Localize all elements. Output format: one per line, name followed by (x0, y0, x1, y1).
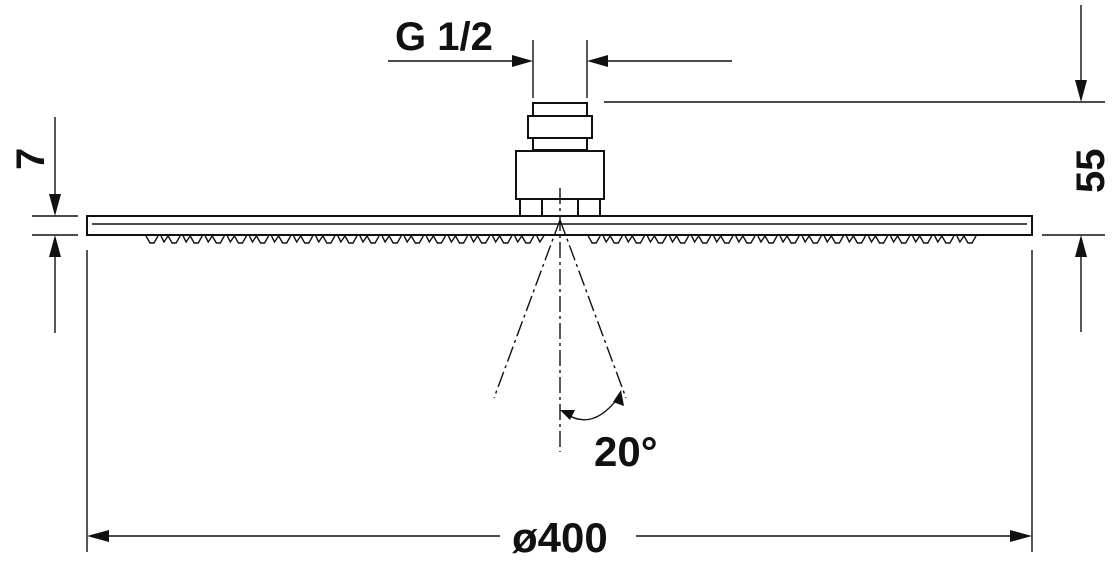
nozzle (167, 235, 181, 244)
nozzle (830, 235, 844, 244)
nozzle (874, 235, 889, 244)
nozzle (587, 235, 601, 244)
nozzle-small (514, 235, 523, 244)
nozzle (521, 235, 535, 244)
nozzle (189, 235, 203, 244)
diameter-dimension (86, 250, 1033, 552)
nozzle-small (248, 235, 258, 244)
nozzle (653, 235, 668, 244)
nozzle-small (491, 235, 501, 244)
nozzle-small (226, 235, 235, 244)
nozzle (211, 235, 225, 244)
nozzle-small (447, 235, 456, 244)
nozzle (366, 235, 380, 244)
nozzle (963, 235, 977, 244)
nozzle (499, 235, 513, 244)
nozzle-small (536, 235, 545, 244)
nozzle-small (469, 235, 479, 244)
nozzle (852, 235, 867, 244)
thickness-dimension (32, 117, 78, 333)
nozzle (786, 235, 800, 244)
nozzle-small (315, 235, 324, 244)
nozzle (410, 235, 424, 244)
nozzle (344, 235, 358, 244)
nozzle-small (956, 235, 965, 244)
nozzle-small (646, 235, 655, 244)
nozzle (233, 235, 248, 244)
nozzle-small (823, 235, 832, 244)
hex-nut (527, 102, 593, 151)
nozzle-small (934, 235, 943, 244)
nozzle-row (145, 235, 977, 244)
nozzle-small (204, 235, 213, 244)
spray-line-right (559, 219, 627, 399)
nozzle (897, 235, 911, 244)
fitting-neck (519, 199, 601, 216)
height-label: 55 (1069, 149, 1113, 194)
nozzle-small (912, 235, 921, 244)
nozzle (808, 235, 822, 244)
diameter-label: ø400 (512, 514, 608, 561)
nozzle (631, 235, 645, 244)
nozzle-small (160, 235, 169, 244)
nozzle-small (381, 235, 390, 244)
nozzle (742, 235, 756, 244)
nozzle (698, 235, 712, 244)
angle-arc (564, 397, 619, 421)
nozzle-small (735, 235, 744, 244)
nozzle (941, 235, 955, 244)
nozzle-small (359, 235, 368, 244)
nozzle-small (713, 235, 722, 244)
angle-label: 20° (594, 428, 658, 475)
spray-pattern (493, 188, 627, 452)
nozzle (432, 235, 447, 244)
nozzle (454, 235, 469, 244)
nozzle-small (337, 235, 346, 244)
nozzle (255, 235, 270, 244)
nozzle (675, 235, 690, 244)
nozzle-small (403, 235, 412, 244)
nozzle (145, 235, 159, 244)
nozzle (919, 235, 933, 244)
nozzle (388, 235, 402, 244)
nozzle-small (182, 235, 191, 244)
nozzle (720, 235, 734, 244)
nozzle-small (757, 235, 766, 244)
nozzle-small (690, 235, 700, 244)
nozzle (278, 235, 292, 244)
nozzle (300, 235, 314, 244)
height-dimension (604, 5, 1105, 332)
thread-label: G 1/2 (395, 15, 493, 59)
nozzle-small (293, 235, 302, 244)
nozzle-small (624, 235, 633, 244)
nozzle (609, 235, 623, 244)
nozzle (764, 235, 778, 244)
nozzle-small (602, 235, 611, 244)
nozzle-small (845, 235, 854, 244)
spray-line-left (493, 219, 561, 399)
nozzle (322, 235, 336, 244)
nozzle-small (668, 235, 678, 244)
nozzle-small (867, 235, 877, 244)
thickness-label: 7 (9, 148, 53, 170)
nozzle-small (779, 235, 788, 244)
nozzle (477, 235, 491, 244)
nozzle-small (425, 235, 434, 244)
thread-dimension (388, 40, 732, 98)
nozzle-small (270, 235, 280, 244)
nozzle-small (889, 235, 899, 244)
nozzle-small (801, 235, 810, 244)
